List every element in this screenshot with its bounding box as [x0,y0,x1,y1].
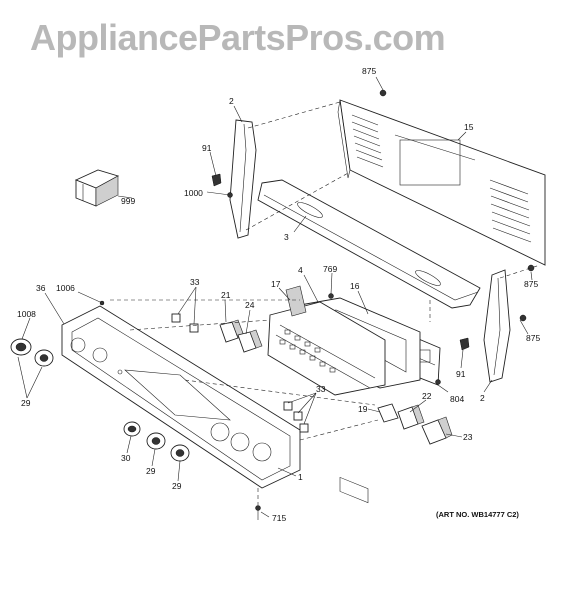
part-right-end-bracket[interactable] [483,269,511,383]
part-knob-1008[interactable] [10,338,32,356]
part-knob-29-mid[interactable] [146,432,166,450]
callout-1008: 1008 [17,309,36,319]
screw-1006[interactable] [99,300,105,306]
clip-91-right[interactable] [459,337,470,351]
callout-15: 15 [464,122,474,132]
callout-30: 30 [121,453,131,463]
callout-769: 769 [323,264,337,274]
part-thermostat-19[interactable] [377,403,399,423]
part-switch-23[interactable] [421,416,453,445]
part-switch-24[interactable] [237,329,263,353]
callout-3: 3 [284,232,289,242]
callout-21: 21 [221,290,231,300]
callout-2-left: 2 [229,96,234,106]
screw-875-right-lower[interactable] [519,314,527,322]
part-switch-22[interactable] [397,404,425,430]
callout-33-upper: 33 [190,277,200,287]
callout-91-right: 91 [456,369,466,379]
part-box-999[interactable] [74,169,120,207]
part-knob-29-left[interactable] [34,349,54,367]
callout-23: 23 [463,432,473,442]
callout-labels: 875 2 15 91 1000 999 3 769 4 17 16 875 8… [17,66,540,523]
callout-24: 24 [245,300,255,310]
callout-36: 36 [36,283,46,293]
screw-804[interactable] [435,379,441,385]
callout-875-right-upper: 875 [524,279,538,289]
callout-2-right: 2 [480,393,485,403]
callout-22: 22 [422,391,432,401]
callout-29-mid: 29 [146,466,156,476]
callout-715: 715 [272,513,286,523]
callout-16: 16 [350,281,360,291]
callout-29-left: 29 [21,398,31,408]
art-number: (ART NO. WB14777 C2) [436,510,519,519]
callout-17: 17 [271,279,281,289]
screw-875-top[interactable] [379,89,387,97]
part-control-panel[interactable] [61,305,301,489]
callout-29-right: 29 [172,481,182,491]
callout-804: 804 [450,394,464,404]
assembly-lines [110,101,541,505]
part-left-end-bracket[interactable] [229,119,257,239]
screw-875-right-upper[interactable] [527,264,535,272]
callout-875-top: 875 [362,66,376,76]
callout-4: 4 [298,265,303,275]
callout-33-lower: 33 [316,384,326,394]
watermark-text: AppliancePartsPros.com [30,17,445,58]
part-control-trim-extrusion[interactable] [257,179,481,309]
part-knob-30[interactable] [123,421,141,437]
part-touch-panel[interactable] [267,285,386,396]
part-rear-panel[interactable] [337,99,546,266]
callout-875-right-lower: 875 [526,333,540,343]
callout-1: 1 [298,472,303,482]
callout-999: 999 [121,196,135,206]
leader-lines [17,76,533,518]
callout-19: 19 [358,404,368,414]
callout-91-left: 91 [202,143,212,153]
callout-1000: 1000 [184,188,203,198]
clip-91-left[interactable] [211,173,222,187]
screw-769[interactable] [328,293,334,299]
part-knob-29-right[interactable] [170,444,190,462]
screw-715[interactable] [255,505,261,521]
callout-1006: 1006 [56,283,75,293]
